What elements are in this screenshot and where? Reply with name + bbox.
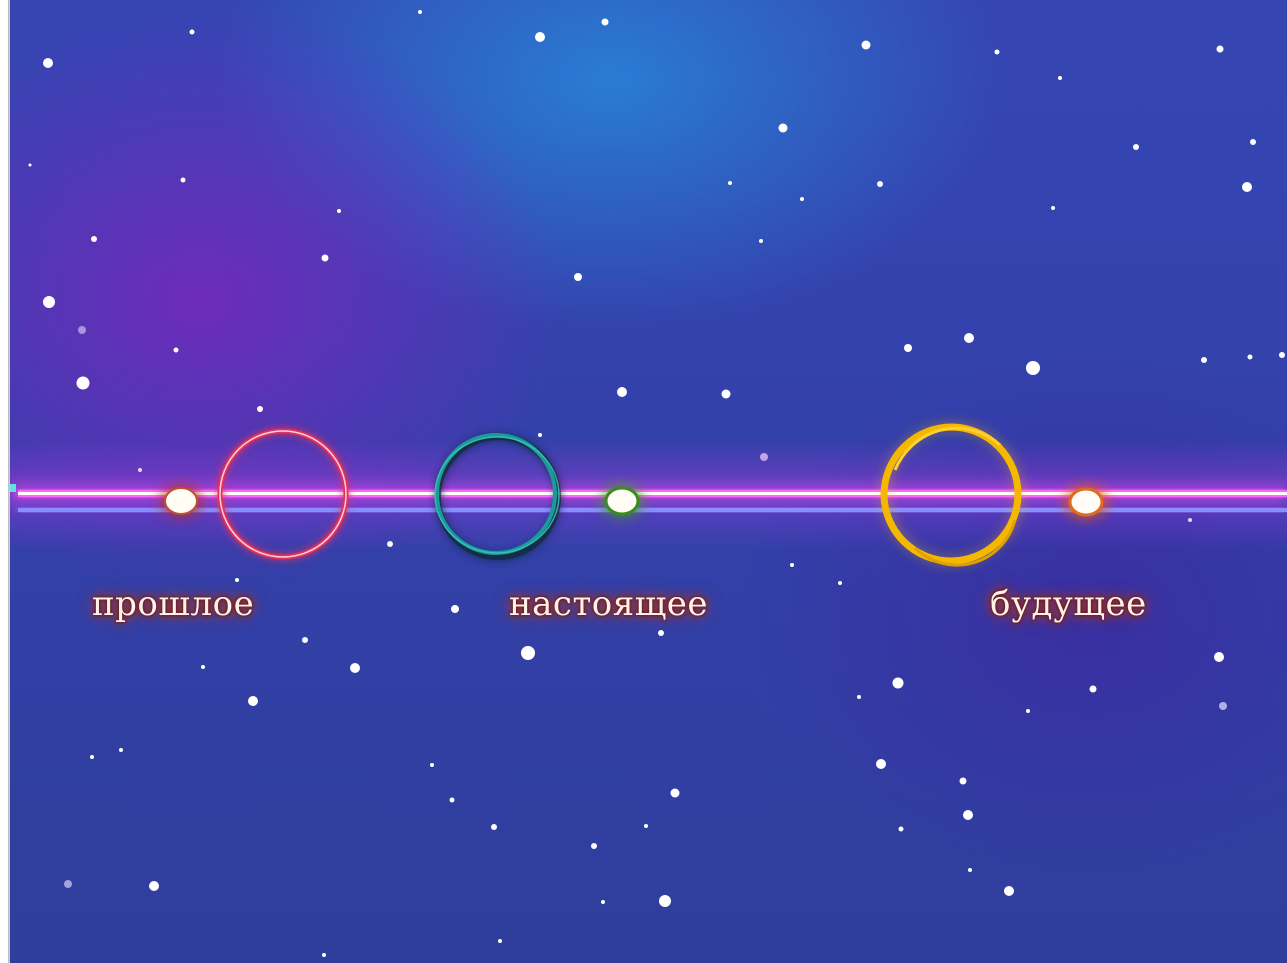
label-present: настоящее bbox=[509, 584, 708, 624]
label-past: прошлое bbox=[92, 584, 254, 624]
space-background: прошлое настоящее будущее bbox=[10, 0, 1287, 963]
future-dot bbox=[1070, 489, 1102, 515]
timeline bbox=[10, 0, 1287, 963]
future-ring-brush bbox=[895, 428, 1000, 470]
timeline-start-marker bbox=[10, 484, 16, 492]
label-future: будущее bbox=[990, 584, 1147, 624]
left-edge-frame bbox=[0, 0, 10, 963]
present-dot bbox=[606, 488, 638, 514]
past-dot bbox=[165, 488, 197, 514]
